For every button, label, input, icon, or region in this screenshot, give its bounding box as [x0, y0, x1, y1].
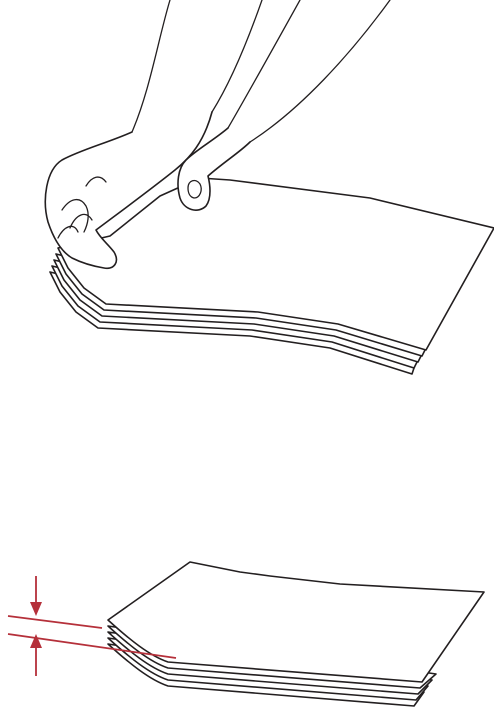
measure-line-top [8, 616, 102, 628]
arms [132, 0, 390, 142]
envelope-stack-curl-measure-icon [0, 540, 494, 710]
arrow-top-head [30, 602, 42, 616]
envelope-stack-curl-illustration [0, 540, 494, 710]
flat-envelope-stack [108, 562, 484, 706]
right-arm-inner [250, 0, 390, 142]
right-arm-outline [228, 0, 300, 128]
arrow-bottom-head [30, 634, 42, 648]
hand-flexing-envelope-stack-illustration [0, 0, 494, 400]
left-arm-inner [212, 0, 262, 112]
hand-flexing-envelope-stack-icon [0, 0, 494, 400]
left-arm-outline [132, 0, 170, 132]
